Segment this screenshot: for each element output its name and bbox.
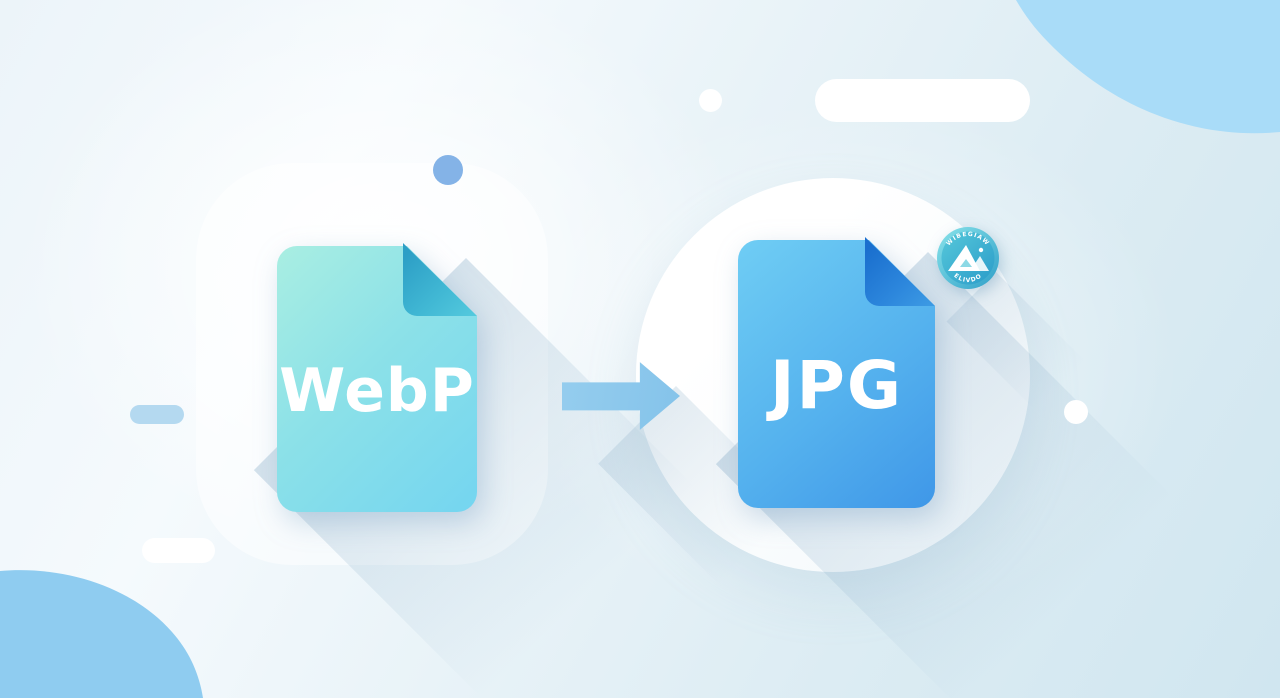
webp-file-body: WebP [277, 246, 477, 512]
webp-file-label: WebP [279, 356, 475, 426]
jpg-file-icon: JPG [738, 237, 935, 508]
white-pill-top [815, 79, 1030, 122]
white-pill-bottom-left [142, 538, 215, 563]
badge-arc-text-bottom: ELIVDO [952, 272, 983, 284]
webp-file-icon: WebP [277, 243, 477, 512]
blue-dot-decoration [433, 155, 463, 185]
jpg-file-label: JPG [769, 347, 904, 424]
corner-blob-bottom-left [0, 570, 203, 698]
corner-blob-top-right [1016, 0, 1280, 134]
white-dot-top [699, 89, 722, 112]
blue-pill-left [130, 405, 184, 424]
mountain-image-icon [948, 245, 989, 271]
image-quality-badge: WIBEGIAW ELIVDO [936, 226, 1000, 290]
white-dot-right [1064, 400, 1088, 424]
